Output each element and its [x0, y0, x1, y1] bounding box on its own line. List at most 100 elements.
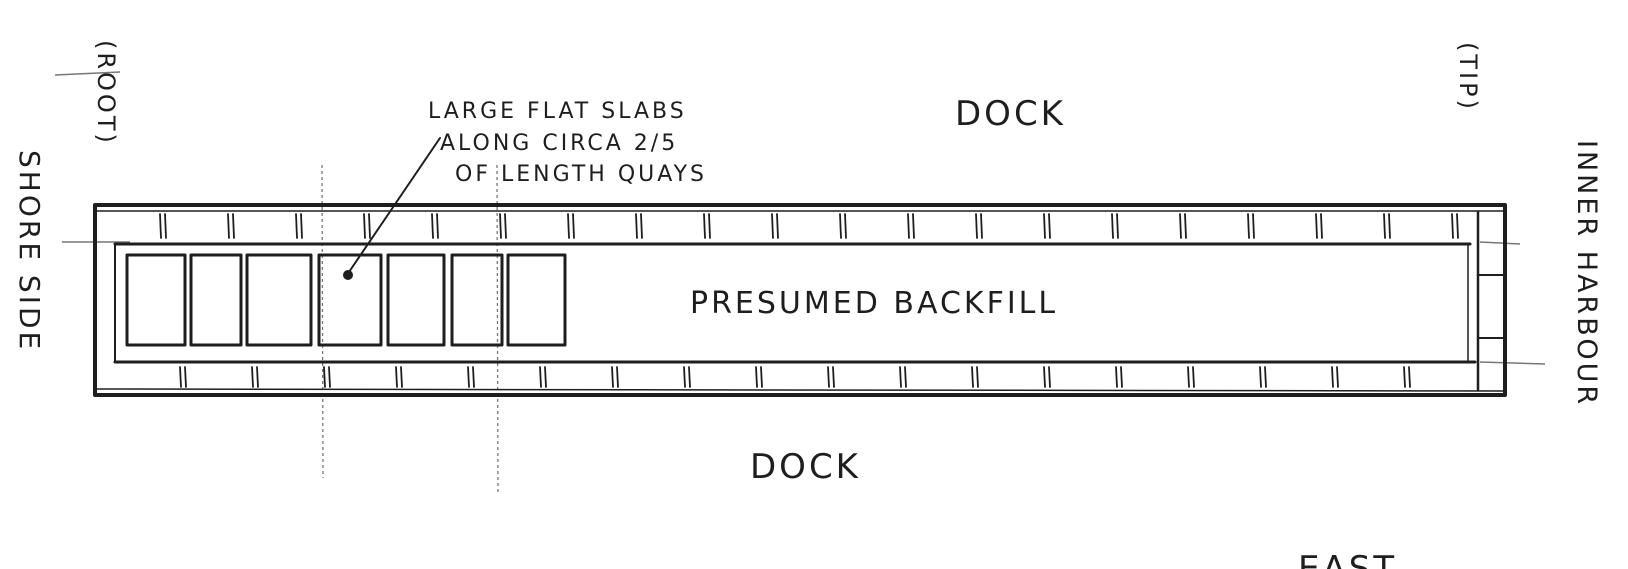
wall-block-joint — [1403, 366, 1406, 388]
wall-block-joint — [1120, 366, 1123, 388]
dock-bottom-label: DOCK — [750, 447, 861, 487]
lower-wall-blocks — [179, 366, 1411, 388]
wall-block-joint — [467, 366, 470, 388]
east-label: EAST — [1298, 549, 1397, 569]
slab — [506, 253, 567, 347]
wall-block-joint — [363, 213, 366, 239]
wall-block-joint — [771, 213, 774, 239]
presumed-backfill-label: PRESUMED BACKFILL — [690, 286, 1058, 321]
wall-block-joint — [1048, 366, 1051, 388]
wall-block-joint — [184, 366, 187, 388]
root-label: (ROOT) — [92, 40, 120, 146]
wall-block-joint — [683, 366, 686, 388]
wall-block-joint — [832, 366, 835, 388]
wall-block-joint — [844, 213, 847, 239]
slab — [450, 253, 504, 347]
wall-block-joint — [1192, 366, 1195, 388]
wall-block-joint — [1043, 213, 1046, 239]
slab — [245, 253, 313, 347]
wall-block-joint — [1048, 213, 1051, 239]
wall-block-joint — [251, 366, 254, 388]
wall-block-joint — [1043, 366, 1046, 388]
wall-block-joint — [1456, 213, 1459, 239]
wall-block-joint — [567, 213, 570, 239]
slab — [125, 253, 187, 347]
wall-block-joint — [1336, 366, 1339, 388]
wall-block-joint — [1383, 213, 1386, 239]
wall-block-joint — [328, 366, 331, 388]
wall-block-joint — [640, 213, 643, 239]
wall-block-joint — [1184, 213, 1187, 239]
wall-block-joint — [1111, 213, 1114, 239]
dock-top-label: DOCK — [955, 94, 1066, 134]
wall-block-joint — [1247, 213, 1250, 239]
wall-block-joint — [368, 213, 371, 239]
wall-block-joint — [1315, 213, 1318, 239]
annotation-leader-dot — [343, 270, 353, 280]
quay-outline — [93, 203, 1507, 397]
wall-block-joint — [539, 366, 542, 388]
annotation-line-1: LARGE FLAT SLABS — [428, 99, 687, 124]
wall-block-joint — [971, 366, 974, 388]
wall-block-joint — [323, 366, 326, 388]
shore-side-label: SHORE SIDE — [13, 150, 46, 352]
wall-block-joint — [760, 366, 763, 388]
wall-block-joint — [1331, 366, 1334, 388]
wall-block-joint — [544, 366, 547, 388]
annotation-line-2: ALONG CIRCA 2/5 — [440, 131, 678, 156]
tip-label: (TIP) — [1454, 42, 1482, 112]
wall-block-joint — [776, 213, 779, 239]
wall-block-joint — [232, 213, 235, 239]
wall-block-joint — [572, 213, 575, 239]
wall-block-joint — [635, 213, 638, 239]
wall-block-joint — [688, 366, 691, 388]
wall-block-joint — [1116, 213, 1119, 239]
wall-block-joint — [976, 366, 979, 388]
wall-block-joint — [1187, 366, 1190, 388]
wall-block-joint — [1320, 213, 1323, 239]
wall-block-joint — [499, 213, 502, 239]
wall-block-joint — [899, 366, 902, 388]
inner-harbour-label: INNER HARBOUR — [1571, 140, 1602, 407]
wall-block-joint — [431, 213, 434, 239]
upper-wall-blocks — [159, 213, 1459, 239]
wall-block-joint — [1115, 366, 1118, 388]
annotation-line-3: OF LENGTH QUAYS — [455, 162, 707, 187]
wall-block-joint — [1408, 366, 1411, 388]
wall-block-joint — [1259, 366, 1262, 388]
wall-block-joint — [227, 213, 230, 239]
wall-block-joint — [1451, 213, 1454, 239]
wall-block-joint — [300, 213, 303, 239]
wall-block-joint — [708, 213, 711, 239]
wall-block-joint — [472, 366, 475, 388]
wall-block-joint — [912, 213, 915, 239]
wall-block-joint — [295, 213, 298, 239]
wall-block-joint — [975, 213, 978, 239]
flat-slabs — [125, 253, 567, 347]
wall-block-joint — [827, 366, 830, 388]
wall-block-joint — [907, 213, 910, 239]
wall-block-joint — [256, 366, 259, 388]
wall-block-joint — [703, 213, 706, 239]
wall-block-joint — [504, 213, 507, 239]
wall-block-joint — [164, 213, 167, 239]
wall-block-joint — [1388, 213, 1391, 239]
wall-block-joint — [179, 366, 182, 388]
wall-block-joint — [436, 213, 439, 239]
wall-block-joint — [904, 366, 907, 388]
wall-block-joint — [395, 366, 398, 388]
wall-block-joint — [980, 213, 983, 239]
wall-block-joint — [1252, 213, 1255, 239]
wall-block-joint — [616, 366, 619, 388]
slab — [317, 253, 383, 347]
wall-block-joint — [400, 366, 403, 388]
wall-block-joint — [1264, 366, 1267, 388]
wall-block-joint — [839, 213, 842, 239]
wall-block-joint — [1179, 213, 1182, 239]
wall-block-joint — [755, 366, 758, 388]
wall-block-joint — [159, 213, 162, 239]
slab — [189, 253, 243, 347]
slab — [386, 253, 446, 347]
